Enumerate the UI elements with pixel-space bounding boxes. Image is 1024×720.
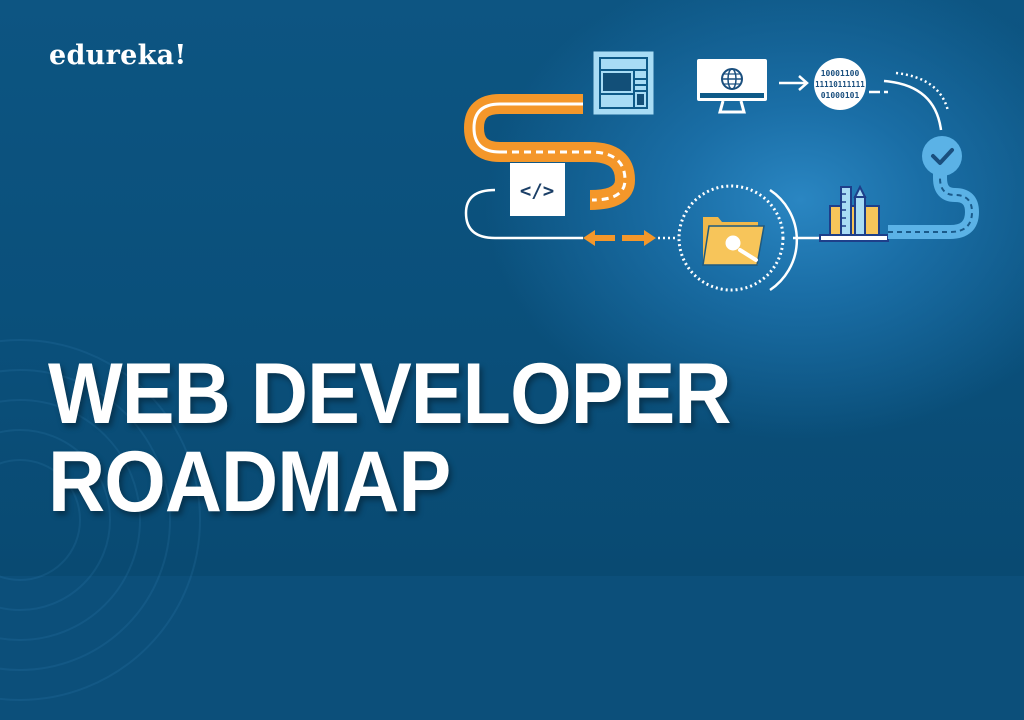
connector-line [464, 188, 583, 240]
svg-text:</>: </> [520, 180, 554, 202]
svg-text:11110111111: 11110111111 [815, 80, 865, 89]
title-line-1: WEB DEVELOPER [48, 346, 732, 442]
blue-road [888, 165, 980, 239]
building-tools-icon [819, 184, 889, 242]
title-line-2: ROADMAP [48, 434, 451, 530]
svg-text:01000101: 01000101 [821, 91, 860, 100]
folder-search-icon [677, 184, 799, 292]
edureka-logo: edureka! [49, 40, 187, 71]
arrow-right-icon [779, 75, 809, 91]
monitor-globe-icon [697, 59, 767, 114]
orange-road [463, 94, 636, 210]
code-tag-icon: </> [510, 163, 565, 216]
webpage-layout-icon [593, 51, 654, 115]
double-arrow-icon [583, 230, 656, 246]
page-title: WEB DEVELOPER ROADMAP [48, 346, 732, 530]
checkmark-pin-icon [922, 136, 962, 176]
binary-data-icon: 10001100 11110111111 01000101 [814, 58, 866, 110]
roadmap-illustration: </> [463, 51, 980, 292]
svg-text:10001100: 10001100 [821, 69, 860, 78]
